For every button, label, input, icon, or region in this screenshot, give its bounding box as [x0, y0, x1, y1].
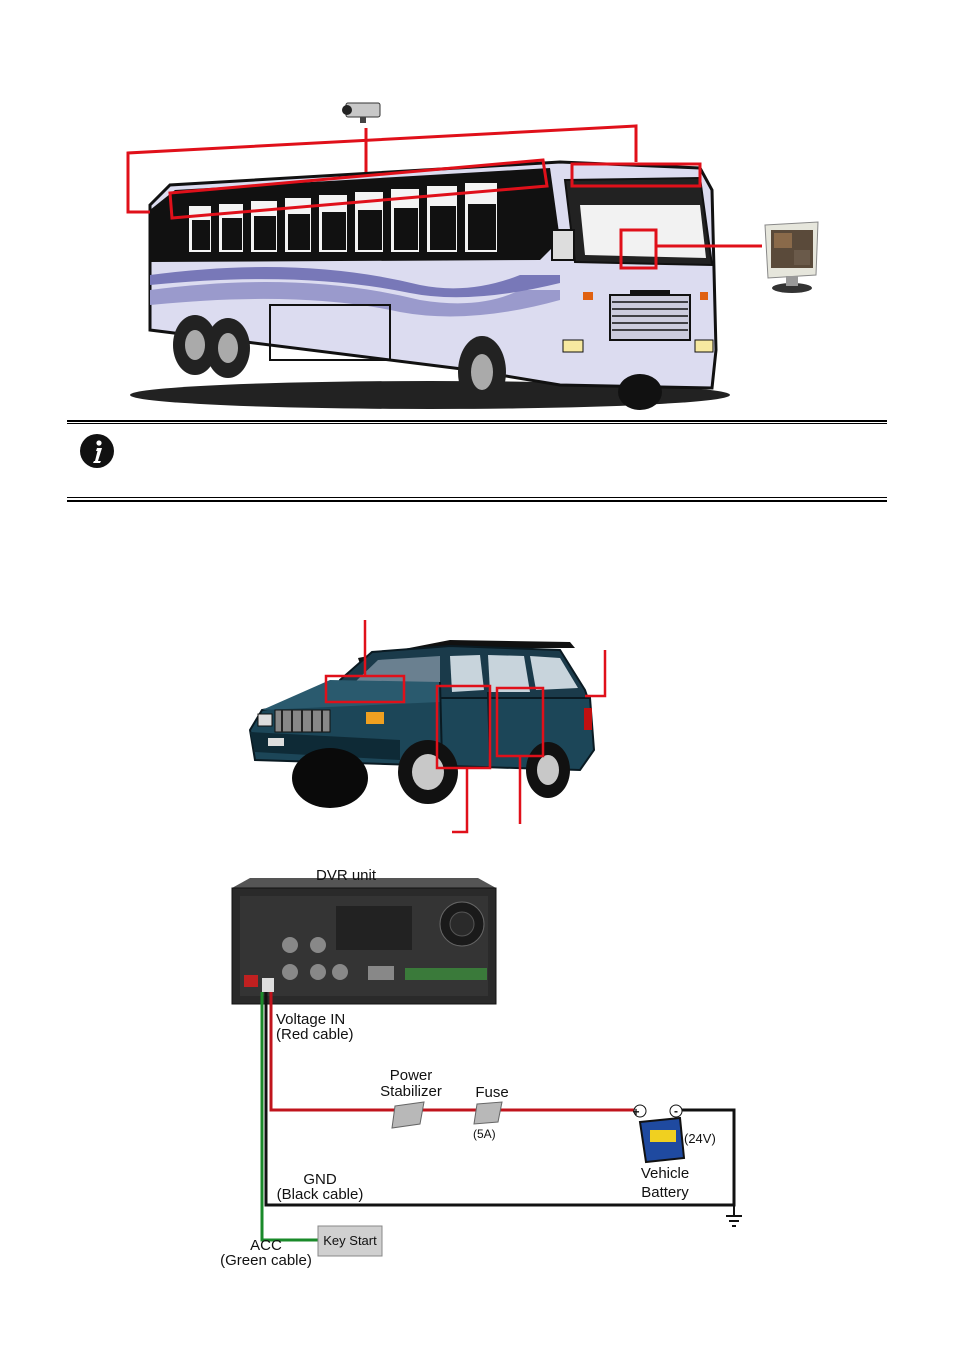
battery-voltage-label: (24V)	[684, 1131, 716, 1146]
bus-callout-lines	[126, 124, 762, 270]
key-start-label: Key Start	[323, 1233, 377, 1248]
bus-body	[148, 160, 718, 390]
info-icon	[80, 434, 114, 468]
camera-icon	[342, 102, 381, 123]
power-stabilizer-label: Power	[389, 1067, 433, 1084]
power-stabilizer-box	[391, 1101, 425, 1129]
fuse-label: Fuse	[475, 1084, 509, 1101]
note-top-rule	[67, 420, 887, 422]
gnd-label: GND	[303, 1171, 337, 1188]
wiring-diagram	[218, 870, 742, 1270]
suv-illustration	[248, 620, 607, 834]
suv-callout-lines	[324, 620, 607, 834]
note-top-rule-thin	[67, 423, 887, 424]
fuse-box	[473, 1101, 503, 1125]
note-bottom-rule-thin	[67, 497, 887, 498]
battery-plus-label: +	[632, 1105, 640, 1119]
battery-minus-label: -	[674, 1104, 678, 1118]
vehicle-battery-label-2: Battery	[641, 1184, 689, 1201]
dvr-unit-label: DVR unit	[315, 867, 377, 884]
voltage-in-label: Voltage IN	[276, 1011, 346, 1028]
fuse-rating-label: (5A)	[473, 1127, 496, 1141]
dvr-unit	[231, 878, 497, 1005]
vehicle-battery-label: Vehicle	[640, 1165, 690, 1182]
power-stabilizer-label-2: Stabilizer	[380, 1083, 442, 1100]
note-bottom-rule	[67, 500, 887, 502]
gnd-cable-label: (Black cable)	[276, 1186, 364, 1203]
key-start-box	[317, 1225, 383, 1257]
battery-icon	[633, 1104, 686, 1164]
acc-label: ACC	[250, 1237, 282, 1254]
voltage-in-cable-label: (Red cable)	[276, 1026, 354, 1043]
bus-wheels	[173, 315, 662, 410]
acc-cable-label: (Green cable)	[220, 1252, 312, 1269]
bus-illustration	[126, 102, 819, 410]
wires	[260, 992, 742, 1242]
suv-wheels	[292, 740, 570, 808]
monitor-icon	[764, 221, 819, 293]
